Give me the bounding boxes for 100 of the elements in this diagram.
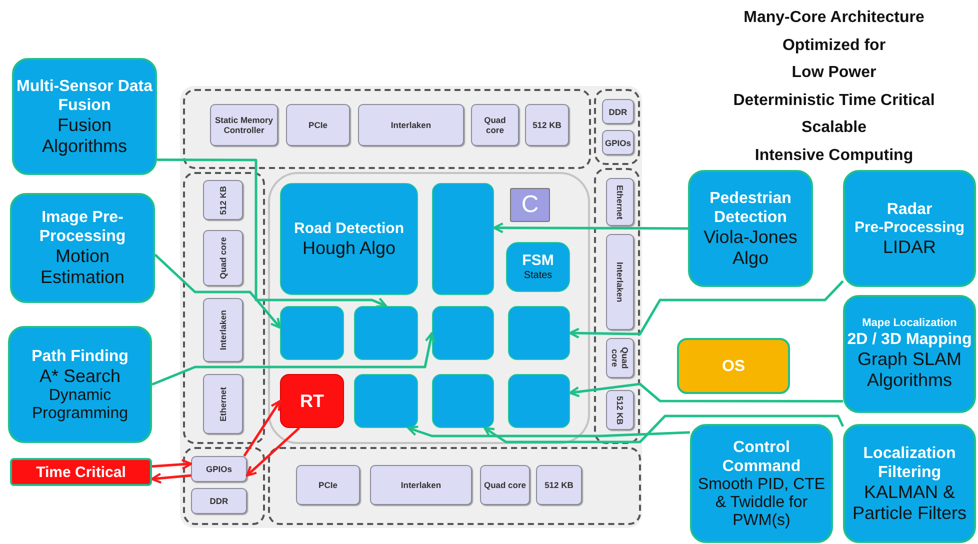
box-heading: Road Detection bbox=[294, 220, 404, 238]
peripheral-block bbox=[606, 234, 634, 330]
peripheral-block bbox=[602, 130, 634, 155]
core-chip bbox=[510, 188, 550, 222]
box-heading: Control Command bbox=[721, 438, 802, 476]
box-heading: Pedestrian Detection bbox=[708, 188, 792, 226]
box-text: A* Search bbox=[39, 366, 121, 386]
box-text: Smooth PID, CTE & Twiddle for PWM(s) bbox=[696, 476, 826, 530]
core-tile bbox=[280, 183, 418, 295]
peripheral-block bbox=[203, 374, 243, 434]
box-heading: Localization Filtering bbox=[862, 444, 957, 482]
peripheral-block bbox=[296, 465, 360, 505]
core-tile bbox=[354, 374, 418, 428]
peripheral-label: Interlaken bbox=[615, 262, 625, 302]
core-tile bbox=[354, 306, 418, 360]
algorithm-box bbox=[8, 326, 152, 443]
arrow bbox=[407, 426, 690, 438]
box-text: KALMAN & Particle Filters bbox=[851, 482, 968, 524]
peripheral-block bbox=[203, 230, 243, 286]
peripheral-block bbox=[210, 104, 278, 146]
core-tile bbox=[432, 183, 494, 295]
core-tile bbox=[508, 374, 570, 428]
peripheral-block bbox=[286, 104, 350, 146]
title-line: Low Power bbox=[792, 63, 876, 84]
box-heading: Mape Localization bbox=[862, 317, 957, 330]
algorithm-box bbox=[12, 58, 157, 175]
box-text: Graph SLAM Algorithms bbox=[856, 349, 963, 391]
arrow bbox=[484, 414, 844, 444]
peripheral-label: Ethernet bbox=[218, 386, 228, 422]
box-heading: Radar bbox=[886, 200, 932, 218]
core-tile bbox=[432, 306, 494, 360]
peripheral-block bbox=[606, 178, 634, 226]
arrow bbox=[152, 458, 192, 470]
arrow bbox=[568, 382, 843, 402]
peripheral-block bbox=[358, 104, 464, 146]
peripheral-label: Interlaken bbox=[218, 310, 228, 350]
algorithm-box bbox=[843, 424, 976, 543]
arrow bbox=[492, 222, 688, 234]
title-line: Optimized for bbox=[782, 36, 886, 56]
peripheral-block bbox=[203, 180, 243, 220]
box-heading: OS bbox=[722, 356, 746, 376]
alert-label: Time Critical bbox=[36, 464, 126, 480]
core-label: C bbox=[521, 192, 539, 218]
core-tile bbox=[506, 242, 570, 292]
peripheral-block bbox=[191, 488, 247, 514]
arrow bbox=[243, 400, 282, 457]
box-heading: Path Finding bbox=[32, 346, 128, 366]
box-heading: 2D / 3D Mapping bbox=[847, 330, 972, 349]
alert-box bbox=[10, 458, 152, 486]
core-cluster bbox=[268, 172, 590, 444]
box-heading: Image Pre-Processing bbox=[38, 208, 127, 246]
peripheral-label: Quad core bbox=[483, 115, 507, 135]
box-text: Viola-Jones Algo bbox=[702, 226, 798, 268]
peripheral-block bbox=[370, 465, 472, 505]
arrow bbox=[568, 280, 844, 339]
chip-region bbox=[183, 447, 265, 525]
box-text: Hough Algo bbox=[302, 238, 396, 258]
peripheral-label: 512 KB bbox=[218, 186, 228, 214]
peripheral-label: Ethernet bbox=[615, 184, 625, 220]
peripheral-label: Static Memory Controller bbox=[214, 115, 274, 135]
box-text: Fusion Algorithms bbox=[40, 114, 128, 156]
peripheral-block bbox=[602, 99, 634, 124]
algorithm-box bbox=[688, 170, 813, 287]
peripheral-label: GPIOs bbox=[605, 138, 631, 148]
realtime-core bbox=[280, 374, 344, 428]
peripheral-label: Interlaken bbox=[390, 120, 432, 130]
peripheral-label: PCIe bbox=[308, 120, 328, 130]
peripheral-block bbox=[606, 390, 634, 430]
algorithm-box bbox=[690, 424, 833, 543]
box-heading: FSM bbox=[522, 252, 554, 270]
box-heading: Multi-Sensor Data Fusion bbox=[16, 76, 153, 114]
peripheral-block bbox=[525, 104, 569, 146]
peripheral-label: DDR bbox=[608, 106, 628, 116]
peripheral-label: GPIOs bbox=[206, 464, 232, 474]
chip-region bbox=[268, 447, 641, 525]
arrow bbox=[246, 427, 300, 477]
core-tile bbox=[432, 374, 494, 428]
arrow bbox=[157, 158, 388, 308]
os-box bbox=[677, 338, 790, 394]
peripheral-label: DDR bbox=[210, 496, 228, 506]
box-text: LIDAR bbox=[882, 236, 936, 258]
arrow bbox=[154, 254, 282, 329]
title-line: Many-Core Architecture bbox=[744, 8, 924, 28]
core-tile bbox=[280, 306, 344, 360]
peripheral-label: 512 KB bbox=[544, 480, 574, 490]
peripheral-block bbox=[203, 298, 243, 362]
title-line: Deterministic Time Critical bbox=[733, 90, 935, 111]
box-heading: Pre-Processing bbox=[854, 218, 965, 236]
peripheral-block bbox=[480, 465, 530, 505]
algorithm-box bbox=[843, 295, 976, 413]
title-line: Scalable bbox=[802, 118, 866, 138]
box-text: Motion Estimation bbox=[39, 246, 126, 288]
core-label: RT bbox=[300, 391, 324, 411]
core-tile bbox=[508, 306, 570, 360]
peripheral-label: Quad core bbox=[484, 480, 526, 490]
box-text: Dynamic Programming bbox=[30, 386, 130, 422]
peripheral-block bbox=[536, 465, 582, 505]
peripheral-label: 512 KB bbox=[532, 120, 562, 130]
chip-region bbox=[594, 89, 640, 165]
peripheral-label: PCIe bbox=[318, 480, 338, 490]
